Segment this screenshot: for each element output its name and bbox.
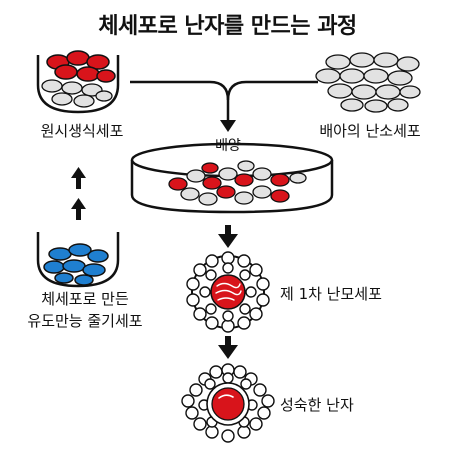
label-culture: 배양 [215,138,241,154]
up-arrows [71,167,86,220]
label-ipsc-line1: 체세포로 만든 [41,290,129,308]
label-ipsc-line2: 유도만능 줄기세포 [27,312,143,330]
merge-connector [130,80,318,122]
pgc-bowl [36,50,120,114]
label-primary-oocyte: 제 1차 난모세포 [280,285,382,303]
dish-cells [168,160,307,206]
ipsc-bowl [36,232,120,288]
label-pgc: 원시생식세포 [40,122,124,140]
down-arrow-2 [218,336,238,359]
down-arrow-1 [218,225,238,248]
label-ipsc: 체세포로 만든 유도만능 줄기세포 [10,288,160,332]
merge-arrowhead [220,120,236,132]
primary-oocyte [186,251,270,333]
mature-oocyte [181,363,275,443]
label-ovarian-cells: 배아의 난소세포 [319,122,421,140]
pgc-gray-cells [41,79,113,108]
ovarian-cells [315,52,421,113]
diagram-title: 체세포로 난자를 만드는 과정 [98,14,357,39]
pgc-red-cells [46,50,116,83]
label-mature-oocyte: 성숙한 난자 [280,396,354,414]
